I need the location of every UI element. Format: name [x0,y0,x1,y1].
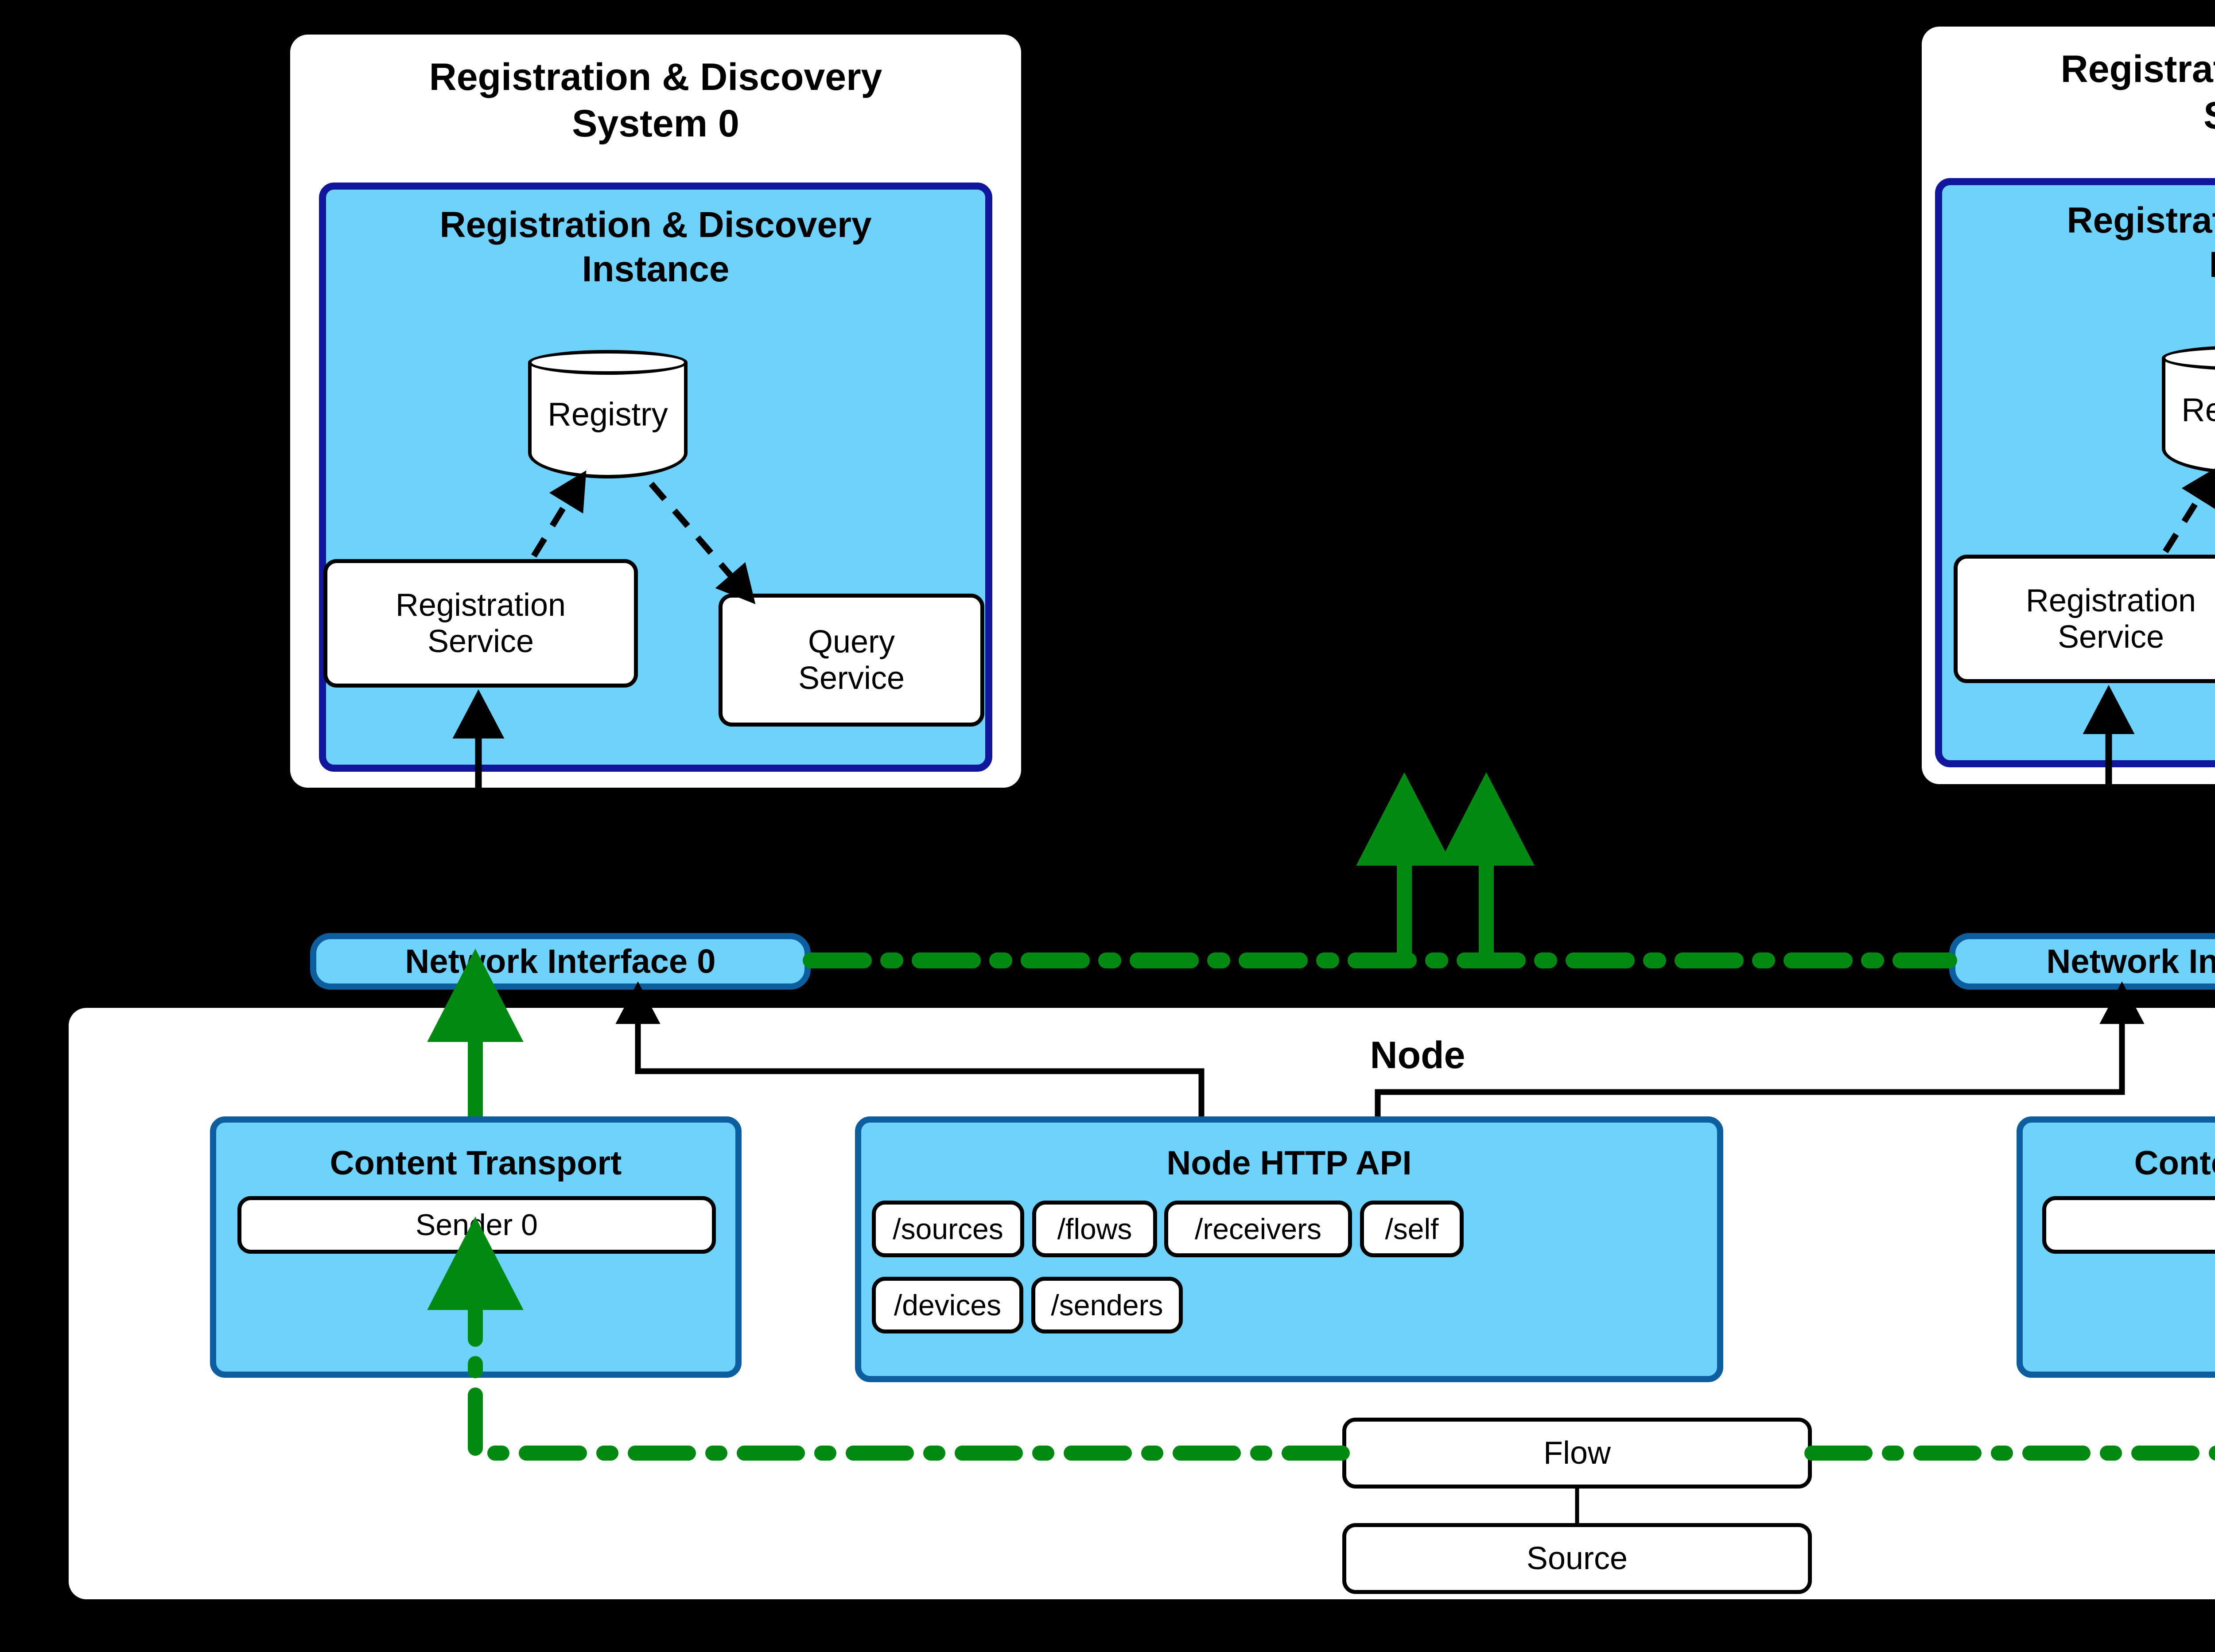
endpoint-receivers-label: /receivers [1194,1213,1322,1245]
query-service-0-label: Query Service [798,624,905,696]
registry-0-label: Registry [548,396,668,433]
endpoint-sources[interactable]: /sources [872,1201,1024,1257]
endpoint-senders-label: /senders [1051,1289,1163,1322]
registration-service-1: Registration Service [1954,555,2215,683]
rd-instance-0-title: Registration & Discovery Instance [439,205,872,290]
endpoint-sources-label: /sources [893,1213,1003,1245]
registration-service-1-label: Registration Service [2025,583,2196,655]
endpoint-flows[interactable]: /flows [1032,1201,1157,1257]
endpoint-devices[interactable]: /devices [872,1277,1023,1333]
endpoint-devices-label: /devices [894,1289,1002,1322]
cylinder-body [528,362,688,478]
network-interface-0-label: Network Interface 0 [405,942,716,980]
endpoint-receivers[interactable]: /receivers [1164,1201,1352,1257]
endpoint-self-label: /self [1385,1213,1439,1245]
network-interface-1-label: Network Interface 1 [2046,942,2215,980]
query-service-0: Query Service [719,594,984,727]
rd-system-1-title: Registration & Discovery System 1 [2060,48,2215,137]
sender-1-box: Sender 1 [2042,1196,2215,1254]
registry-cylinder-0: Registry [528,350,688,478]
endpoint-self[interactable]: /self [1360,1201,1464,1257]
registration-service-0: Registration Service [323,559,638,688]
registration-service-0-label: Registration Service [395,587,566,659]
registry-cylinder-1: Registry [2162,346,2215,474]
node-label: Node [1370,1034,1465,1077]
node-http-api-title: Node HTTP API [1166,1144,1412,1182]
rd-system-0-title: Registration & Discovery System 0 [429,56,882,145]
cylinder-body [2162,358,2215,474]
network-interface-1: Network Interface 1 [1949,933,2215,990]
cylinder-top [528,350,688,375]
content-transport-0-title: Content Transport [330,1144,622,1182]
network-interface-0: Network Interface 0 [310,933,811,990]
sender-0-label: Sender 0 [416,1208,538,1242]
flow-label: Flow [1543,1435,1611,1471]
rd-instance-1-title: Registration & Discovery Instance [2067,200,2215,285]
source-label: Source [1526,1541,1628,1576]
source-box: Source [1342,1523,1812,1594]
flow-box: Flow [1342,1418,1812,1489]
endpoint-flows-label: /flows [1057,1213,1132,1245]
registry-1-label: Registry [2181,391,2215,428]
sender-0-box: Sender 0 [237,1196,716,1254]
content-transport-1-title: Content Transport [2134,1144,2215,1182]
endpoint-senders[interactable]: /senders [1031,1277,1183,1333]
